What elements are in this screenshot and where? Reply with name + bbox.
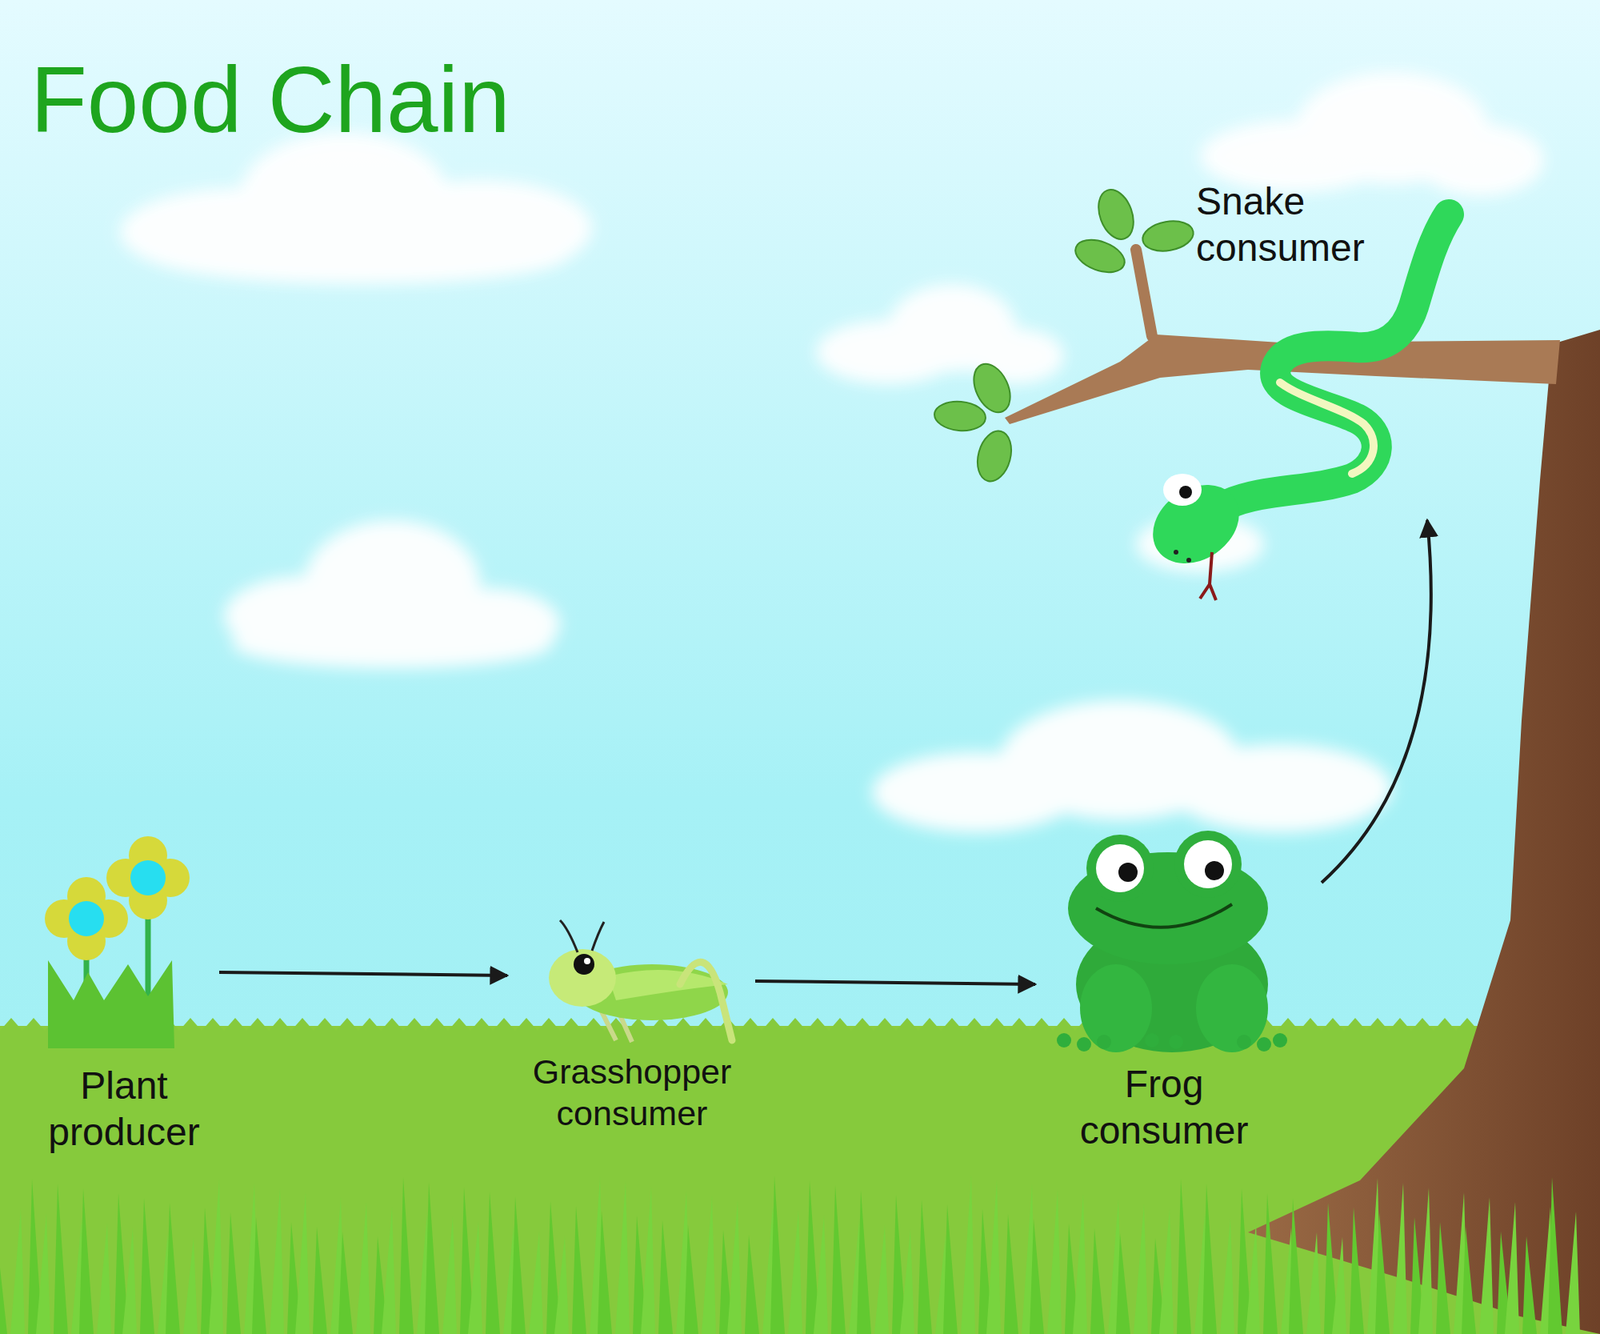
grass-blade xyxy=(640,1185,656,1334)
grass-blade xyxy=(381,1206,396,1334)
grass-blade xyxy=(986,1179,1001,1334)
grass-blade xyxy=(1332,1236,1347,1334)
food-arrow xyxy=(755,980,1036,984)
grass-blade xyxy=(727,1200,742,1334)
grass-blade xyxy=(1090,1228,1105,1334)
grass-blade xyxy=(917,1199,932,1334)
grass-blade xyxy=(252,1216,267,1334)
grass-edge xyxy=(0,1017,1600,1334)
grass-blade xyxy=(226,1212,241,1334)
ground xyxy=(0,1017,1600,1334)
organism-node: Grasshopper consumer xyxy=(512,920,752,1144)
grass-blade xyxy=(615,1180,630,1334)
grass-blade xyxy=(269,1187,284,1334)
grass-blade xyxy=(960,1174,976,1334)
grass-blade xyxy=(1047,1188,1062,1334)
grass-blade xyxy=(1072,1193,1088,1334)
grasshopper xyxy=(548,920,732,1042)
grass-blade xyxy=(485,1191,500,1334)
grass-blade xyxy=(1349,1207,1364,1334)
grass-blade xyxy=(684,1224,699,1334)
organism-node: Frog consumer xyxy=(1040,824,1288,1160)
grass-blade xyxy=(1116,1232,1131,1334)
grass-blade xyxy=(1504,1201,1520,1334)
grass-blade xyxy=(1436,1221,1451,1334)
grass-blade xyxy=(528,1230,544,1334)
grass-blade xyxy=(770,1175,785,1334)
grass-blade xyxy=(1176,1178,1192,1334)
organism-label: Grasshopper consumer xyxy=(512,1051,752,1134)
tree xyxy=(933,184,1600,1334)
grass-blade xyxy=(208,1177,224,1334)
grass-blade xyxy=(856,1189,872,1334)
grass-blade xyxy=(658,1220,673,1334)
grass-blade xyxy=(312,1226,328,1334)
grass-blade xyxy=(874,1224,889,1334)
grass-blade xyxy=(0,1237,8,1334)
grass-blade xyxy=(1159,1208,1174,1334)
grass-blade xyxy=(1461,1226,1476,1334)
diagram-title: Food Chain xyxy=(30,46,511,154)
grass-blade xyxy=(1306,1232,1321,1334)
grass-blade xyxy=(399,1176,414,1334)
tall-grass xyxy=(0,1174,1580,1334)
organism-node: Snake consumer xyxy=(1132,172,1416,608)
grass-blade xyxy=(701,1195,716,1334)
grass-blade xyxy=(1263,1192,1278,1334)
grass-blade xyxy=(356,1201,371,1334)
clouds xyxy=(120,72,1544,832)
grass-blade xyxy=(338,1231,353,1334)
grass-blade xyxy=(597,1210,612,1334)
grass-blade xyxy=(1392,1182,1408,1334)
grass-blade xyxy=(831,1184,846,1334)
grass-blade xyxy=(1133,1203,1148,1334)
grass-blade xyxy=(744,1234,760,1334)
grass-blade xyxy=(1418,1187,1433,1334)
grass-blade xyxy=(943,1204,958,1334)
grass-blade xyxy=(788,1209,803,1334)
grass-blade xyxy=(554,1235,569,1334)
grass-blade xyxy=(1029,1218,1044,1334)
grass-blade xyxy=(295,1192,310,1334)
grass-blade xyxy=(1565,1211,1580,1334)
grass-blade xyxy=(468,1220,483,1334)
frog xyxy=(1056,830,1288,1052)
grass-blade xyxy=(10,1208,25,1334)
organism-label: Plant producer xyxy=(32,1062,216,1155)
grass-blade xyxy=(96,1222,112,1334)
grass-blade xyxy=(183,1236,198,1334)
grass-blade xyxy=(1479,1196,1494,1334)
grass-blade xyxy=(442,1216,457,1334)
grass-blade xyxy=(1245,1222,1260,1334)
grass-blade xyxy=(1522,1236,1537,1334)
organism-node: Plant producer xyxy=(32,832,216,1168)
grass-blade xyxy=(813,1214,828,1334)
grass-blade xyxy=(122,1227,137,1334)
grass-blade xyxy=(53,1183,68,1334)
grass-blade xyxy=(1375,1212,1390,1334)
grass-blade xyxy=(79,1188,94,1334)
plant xyxy=(44,836,190,1048)
grass-blade xyxy=(900,1228,915,1334)
grass-blade xyxy=(511,1196,526,1334)
grass-blade xyxy=(1220,1217,1235,1334)
grass-blade xyxy=(1288,1197,1304,1334)
grass-blade xyxy=(140,1197,155,1334)
grass-blade xyxy=(1202,1183,1217,1334)
grass-blade xyxy=(572,1205,587,1334)
grass-blade xyxy=(1548,1176,1563,1334)
snake xyxy=(1137,214,1449,600)
organism-label: Snake consumer xyxy=(1196,178,1396,271)
food-arrow xyxy=(1321,520,1432,883)
grass-blade xyxy=(1004,1213,1019,1334)
grass-blade xyxy=(36,1212,51,1334)
organism-label: Frog consumer xyxy=(1040,1060,1288,1153)
food-arrow xyxy=(219,972,508,976)
grass-blade xyxy=(165,1202,180,1334)
grass-blade xyxy=(424,1181,440,1334)
